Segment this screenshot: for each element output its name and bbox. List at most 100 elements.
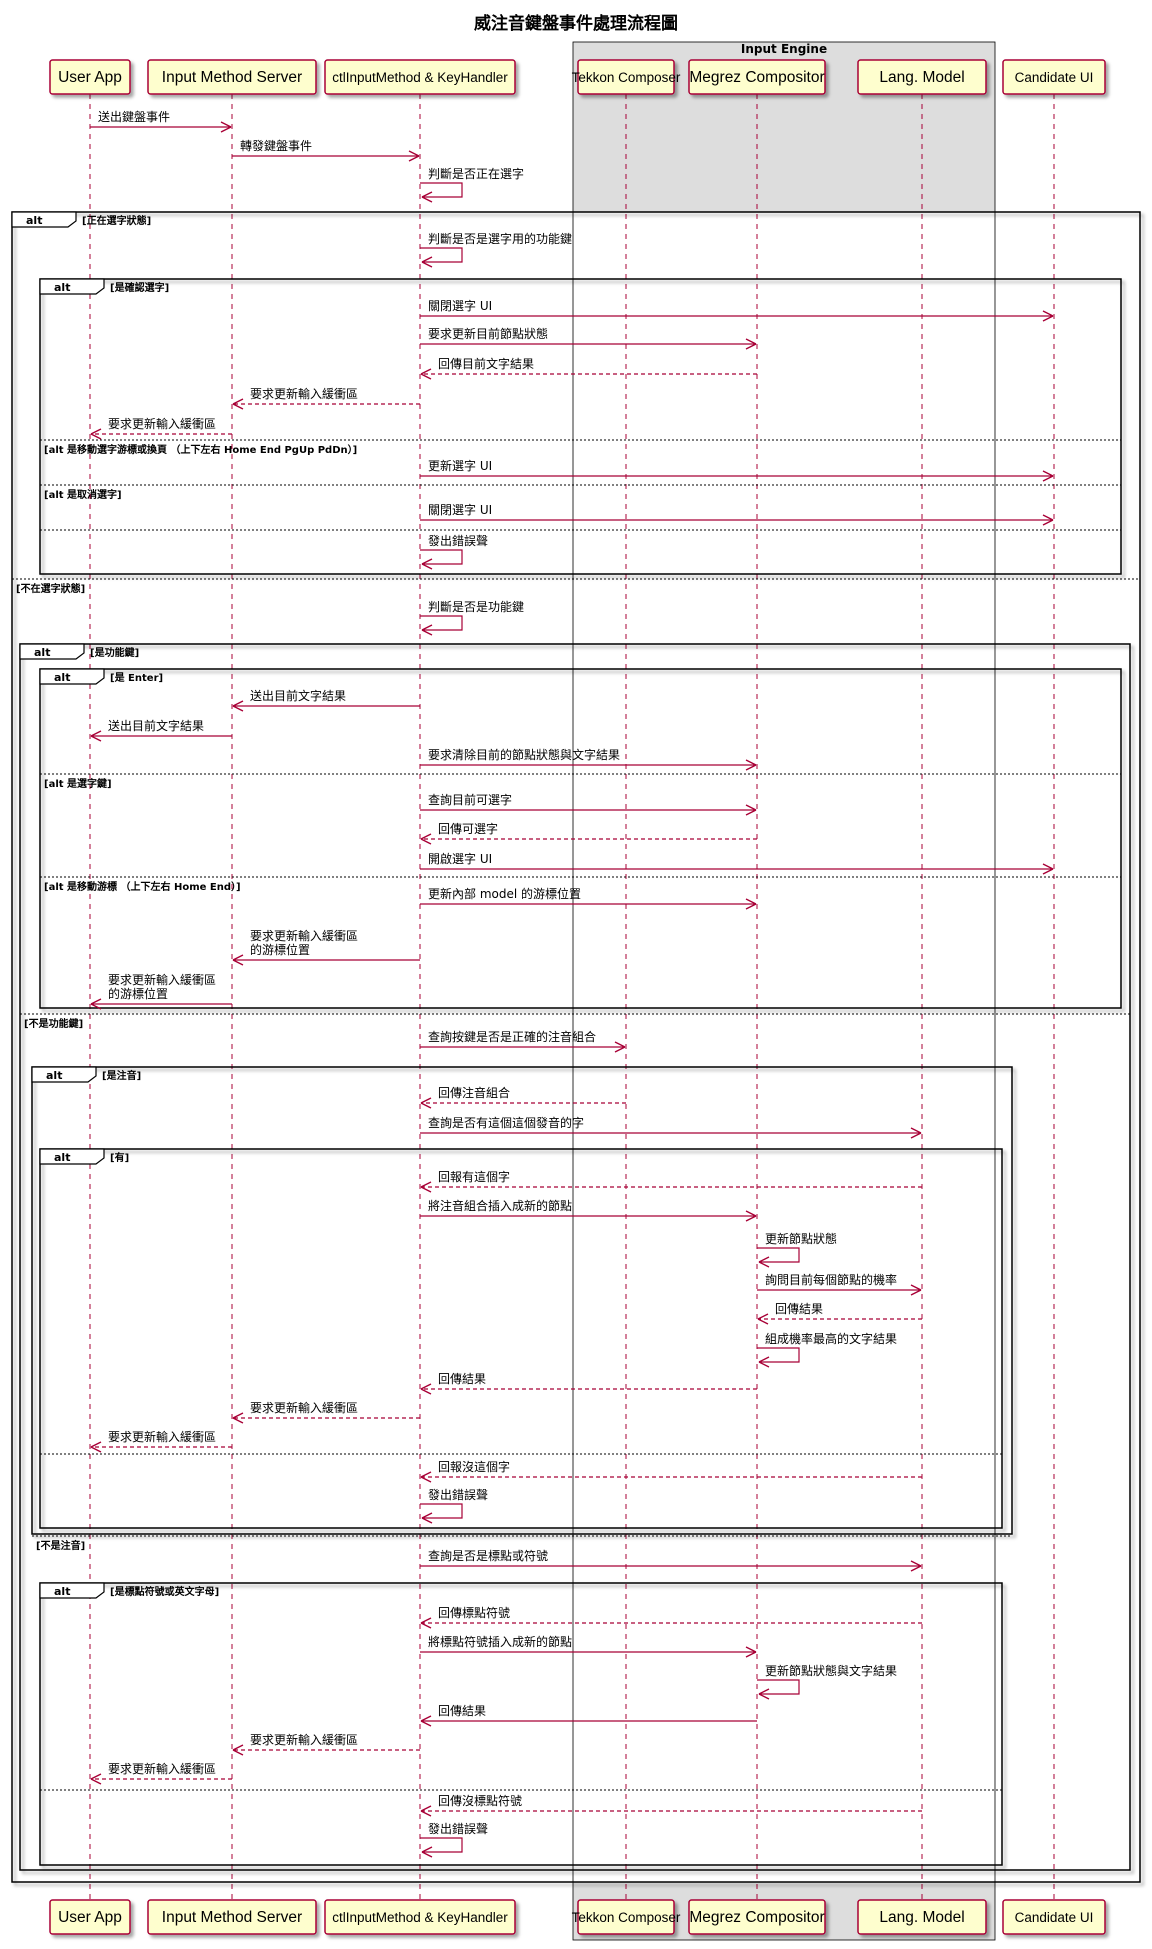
arrow-head — [420, 833, 432, 845]
arrow-head — [758, 1688, 770, 1700]
fragment-guard: [是標點符號或英文字母] — [110, 1585, 219, 1598]
arrow-head — [745, 759, 757, 771]
arrow-head — [421, 1846, 433, 1858]
message-label: 回傳目前文字結果 — [438, 356, 534, 371]
participant-box — [147, 59, 317, 95]
arrow-head — [420, 1097, 432, 1109]
fragment-guard: [是功能鍵] — [90, 646, 139, 659]
message: 關閉選字 UI — [420, 502, 1054, 526]
participant-label: Megrez Compositor — [689, 1909, 824, 1926]
fragment-guard: [有] — [110, 1151, 129, 1164]
message-label: 要求更新輸入緩衝區 — [250, 1732, 358, 1747]
fragment-guard: [是確認選字] — [110, 281, 169, 294]
arrow-head — [745, 1210, 757, 1222]
message-label: 要求更新輸入緩衝區 — [108, 972, 216, 987]
alt-fragment: alt[是功能鍵][不是功能鍵] — [19, 643, 1131, 1871]
arrow-head — [758, 1356, 770, 1368]
message-label: 要求更新輸入緩衝區 — [250, 928, 358, 943]
message: 要求更新目前節點狀態 — [420, 326, 757, 350]
message: 回報沒這個字 — [420, 1459, 922, 1483]
fragment-tag: alt — [54, 1151, 70, 1164]
arrow-head — [420, 1805, 432, 1817]
arrow-head — [408, 150, 420, 162]
fragment-tag-box — [19, 643, 85, 660]
message: 送出鍵盤事件 — [90, 109, 232, 133]
message: 回傳結果 — [757, 1302, 922, 1325]
message: 查詢是否有這個這個發音的字 — [420, 1115, 922, 1139]
participant-meg-bottom: Megrez Compositor — [688, 1899, 826, 1935]
participant-box — [688, 59, 826, 95]
message: 更新節點狀態 — [757, 1231, 837, 1268]
message-label: 送出目前文字結果 — [108, 718, 204, 733]
participant-box — [324, 1899, 516, 1935]
arrow-head — [910, 1560, 922, 1572]
message-label: 要求更新輸入緩衝區 — [108, 416, 216, 431]
fragment-else-guard: [alt 是選字鍵] — [44, 777, 112, 790]
participant-cand-bottom: Candidate UI — [1002, 1899, 1106, 1935]
fragment-frame — [19, 643, 1131, 1871]
message-label: 回傳可選字 — [438, 821, 498, 836]
arrow-head — [421, 191, 433, 203]
arrow-head — [745, 338, 757, 350]
participant-ims-top: Input Method Server — [147, 59, 317, 95]
arrow-head — [745, 898, 757, 910]
participant-ctl-bottom: ctlInputMethod & KeyHandler — [324, 1899, 516, 1935]
alt-fragment: alt[是標點符號或英文字母] — [39, 1582, 1003, 1866]
arrow-head — [90, 1441, 102, 1453]
arrow-head — [421, 624, 433, 636]
message-label: 查詢是否是標點或符號 — [428, 1548, 548, 1563]
message: 要求清除目前的節點狀態與文字結果 — [420, 747, 757, 771]
message-label: 送出目前文字結果 — [250, 688, 346, 703]
message: 要求更新輸入緩衝區 — [90, 416, 232, 440]
message-label: 要求更新輸入緩衝區 — [108, 1429, 216, 1444]
message: 詢問目前每個節點的機率 — [757, 1272, 922, 1296]
message-label: 將標點符號插入成新的節點 — [428, 1634, 572, 1649]
message-label: 回報有這個字 — [438, 1169, 510, 1184]
participant-label: Input Method Server — [162, 69, 302, 86]
fragment-frame — [39, 278, 1122, 575]
message-label-line2: 的游標位置 — [108, 986, 168, 1001]
arrow-head — [420, 1383, 432, 1395]
message: 查詢目前可選字 — [420, 792, 757, 816]
participant-box — [577, 59, 675, 95]
arrow-head — [232, 398, 244, 410]
message-label: 詢問目前每個節點的機率 — [765, 1272, 897, 1287]
fragment-guard: [正在選字狀態] — [82, 214, 151, 227]
alt-fragment: alt[正在選字狀態][不在選字狀態] — [11, 211, 1141, 1883]
participant-label: Tekkon Composer — [572, 1910, 681, 1925]
input-engine-box-label: Input Engine — [741, 42, 827, 56]
message-label: 更新節點狀態與文字結果 — [765, 1663, 897, 1678]
message-label: 要求更新目前節點狀態 — [428, 326, 548, 341]
message-label: 判斷是否是選字用的功能鍵 — [428, 231, 572, 246]
participant-label: Lang. Model — [879, 69, 964, 86]
message-label: 查詢目前可選字 — [428, 792, 512, 807]
fragment-frame — [11, 211, 1141, 1883]
message-label: 轉發鍵盤事件 — [240, 138, 312, 153]
participant-cand-top: Candidate UI — [1002, 59, 1106, 95]
arrow-head — [758, 1256, 770, 1268]
self-message-arrow — [420, 549, 463, 565]
message: 判斷是否正在選字 — [420, 166, 524, 203]
fragment-tag: alt — [54, 281, 70, 294]
message: 將注音組合插入成新的節點 — [420, 1198, 757, 1222]
fragment-tag-box — [39, 1582, 105, 1599]
message: 開啟選字 UI — [420, 851, 1054, 875]
self-message-arrow — [420, 182, 463, 198]
participant-label: User App — [58, 1909, 122, 1926]
arrow-head — [421, 558, 433, 570]
message-label: 關閉選字 UI — [428, 502, 492, 517]
alt-fragment: alt[是 Enter][alt 是選字鍵][alt 是移動游標 （上下左右 H… — [39, 668, 1122, 1009]
fragment-guard: [是注音] — [102, 1069, 141, 1082]
message-label: 將注音組合插入成新的節點 — [428, 1198, 572, 1213]
message-label: 回傳結果 — [438, 1372, 486, 1386]
arrow-head — [232, 1744, 244, 1756]
arrow-head — [232, 700, 244, 712]
participant-lm-top: Lang. Model — [857, 59, 987, 95]
participant-meg-top: Megrez Compositor — [688, 59, 826, 95]
message: 轉發鍵盤事件 — [232, 138, 420, 162]
alt-fragment: alt[是注音][不是注音] — [31, 1066, 1013, 1552]
message: 判斷是否是功能鍵 — [420, 599, 524, 636]
self-message-arrow — [420, 247, 463, 263]
message: 回傳標點符號 — [420, 1605, 922, 1629]
message-label: 關閉選字 UI — [428, 298, 492, 313]
